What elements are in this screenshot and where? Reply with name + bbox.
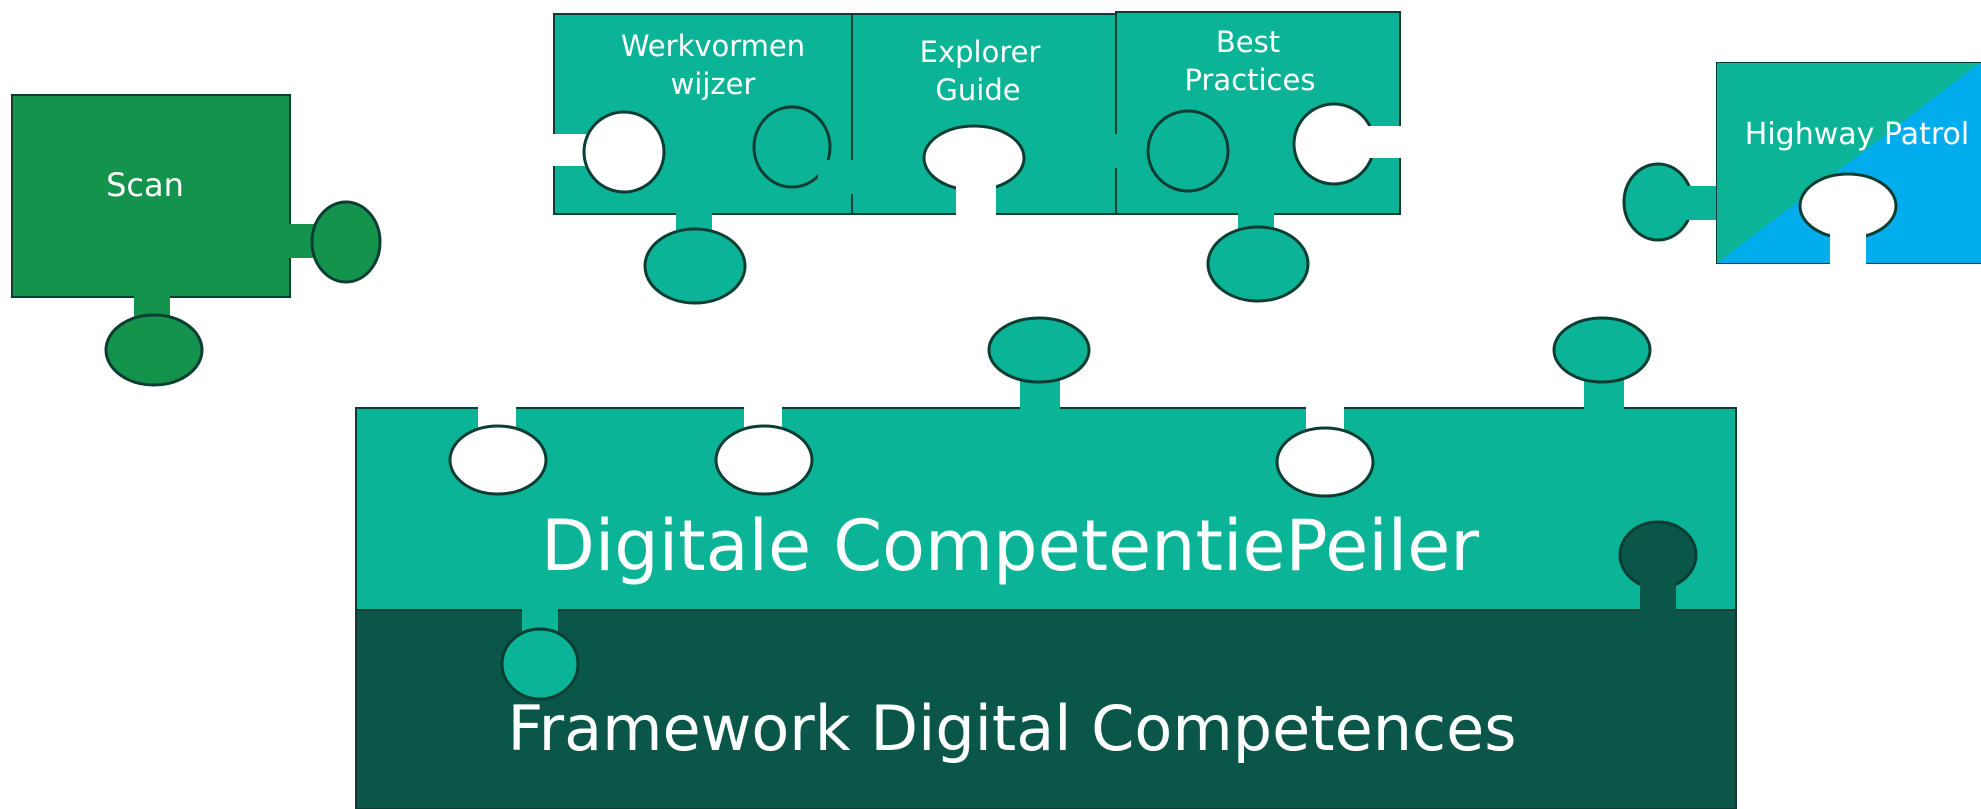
competentiepeiler-slot-2 bbox=[714, 424, 814, 496]
explorer-bottom-slot-neck bbox=[956, 176, 996, 216]
explorer-label-line1: Explorer bbox=[920, 35, 1041, 69]
werkvormen-right-knob bbox=[752, 105, 832, 189]
werkvormen-label-line1: Werkvormen bbox=[621, 29, 805, 63]
competentiepeiler-top-knob-1 bbox=[987, 316, 1091, 384]
best-practices-left-knob bbox=[1146, 109, 1230, 193]
scan-piece[interactable]: Scan bbox=[11, 94, 382, 387]
explorer-piece[interactable]: Explorer Guide bbox=[818, 13, 1117, 216]
highway-blue-triangle bbox=[1716, 62, 1981, 264]
scan-piece-body bbox=[11, 94, 291, 298]
framework-body bbox=[355, 609, 1737, 809]
competentiepeiler-body bbox=[355, 407, 1737, 611]
scan-label: Scan bbox=[106, 166, 184, 204]
explorer-label-line2: Guide bbox=[935, 73, 1020, 107]
explorer-left-neck bbox=[818, 160, 858, 194]
highway-bottom-slot-neck bbox=[1830, 224, 1866, 266]
best-practices-bottom-knob bbox=[1206, 225, 1310, 303]
werkvormen-piece[interactable]: Werkvormen wijzer bbox=[546, 13, 853, 305]
best-practices-label-line1: Best bbox=[1216, 25, 1280, 59]
best-practices-left-neck bbox=[1108, 134, 1148, 168]
werkvormen-left-slot-neck bbox=[546, 134, 586, 166]
werkvormen-label-line2: wijzer bbox=[671, 67, 756, 101]
best-practices-piece[interactable]: Best Practices bbox=[1108, 11, 1406, 303]
highway-patrol-piece[interactable]: Highway Patrol bbox=[1622, 62, 1981, 266]
highway-label: Highway Patrol bbox=[1745, 117, 1969, 152]
competentiepeiler-slot-3 bbox=[1275, 426, 1375, 498]
best-practices-label-line2: Practices bbox=[1185, 63, 1316, 97]
scan-right-knob bbox=[310, 200, 382, 284]
framework-label: Framework Digital Competences bbox=[507, 692, 1516, 765]
competentiepeiler-layer[interactable]: Digitale CompetentiePeiler bbox=[355, 316, 1737, 701]
competentiepeiler-slot-1 bbox=[448, 424, 548, 496]
competentiepeiler-bottom-knob bbox=[500, 627, 580, 701]
framework-layer[interactable]: Framework Digital Competences bbox=[355, 609, 1737, 809]
competentiepeiler-top-knob-2 bbox=[1552, 316, 1652, 384]
framework-knob-right-neck bbox=[1640, 574, 1676, 612]
competentiepeiler-label: Digitale CompetentiePeiler bbox=[541, 505, 1479, 587]
highway-left-knob bbox=[1622, 162, 1694, 242]
werkvormen-bottom-knob bbox=[643, 227, 747, 305]
werkvormen-left-slot bbox=[582, 110, 666, 194]
scan-bottom-knob bbox=[104, 313, 204, 387]
best-practices-right-slot-neck bbox=[1360, 126, 1406, 158]
